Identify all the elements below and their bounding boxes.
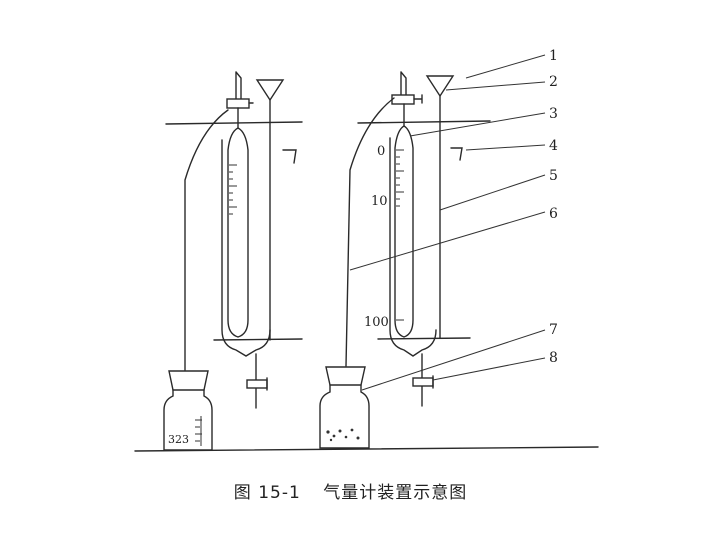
- right-side-hook: [450, 147, 463, 161]
- part-number-3: 3: [549, 106, 558, 122]
- part-number-2: 2: [549, 74, 558, 90]
- left-connecting-tube: [184, 109, 229, 371]
- left-bottle-marking: 323: [168, 433, 189, 446]
- right-top-tube: [400, 71, 407, 97]
- part-number-8: 8: [549, 350, 558, 366]
- leader-7: [361, 329, 546, 391]
- right-lower-level-line: [377, 337, 471, 340]
- right-graduation-ticks: [396, 149, 404, 321]
- leader-lines: [349, 54, 546, 391]
- right-bottle-body: [319, 384, 370, 449]
- part-number-5: 5: [549, 168, 558, 184]
- leader-8: [432, 357, 546, 381]
- left-lower-level-line: [213, 338, 303, 341]
- left-water-level-line: [165, 121, 303, 125]
- part-number-6: 6: [549, 206, 558, 222]
- leader-4: [465, 144, 546, 151]
- left-apparatus: 323: [163, 71, 303, 451]
- leader-2: [445, 81, 546, 91]
- leader-5: [439, 174, 546, 211]
- figure-number: 图 15-1: [233, 483, 301, 503]
- scale-mark-0: 0: [377, 144, 385, 159]
- right-bottom-stopcock: [412, 377, 434, 387]
- part-number-1: 1: [549, 48, 558, 64]
- left-top-clamp: [226, 98, 250, 109]
- right-outer-vessel: [389, 137, 437, 357]
- left-bottle-stopper: [168, 370, 209, 391]
- left-funnel: [255, 79, 285, 102]
- scale-mark-100: 100: [364, 315, 389, 330]
- right-top-clamp-handle: [413, 94, 423, 104]
- part-number-4: 4: [549, 138, 558, 154]
- right-bottle-content: [326, 428, 360, 442]
- left-side-hook: [282, 149, 297, 164]
- right-apparatus: 0 10 100: [319, 48, 558, 449]
- right-connecting-tube: [345, 97, 395, 367]
- left-outer-vessel: [221, 139, 271, 357]
- leader-1: [465, 54, 546, 79]
- figure-title: 气量计装置示意图: [323, 483, 468, 503]
- left-graduated-tube: [227, 127, 249, 338]
- right-bottle-stopper: [325, 366, 366, 386]
- right-water-level-line: [357, 120, 491, 124]
- left-bottle-ticks: [195, 416, 202, 446]
- left-top-tube: [235, 71, 242, 101]
- right-top-clamp: [391, 94, 415, 105]
- left-bottle-body: [163, 389, 213, 451]
- right-graduated-tube: [394, 125, 414, 338]
- right-funnel: [425, 75, 455, 98]
- left-bottom-stopcock: [246, 379, 268, 389]
- figure-caption: 图 15-1 气量计装置示意图: [0, 478, 701, 503]
- left-graduation-ticks: [229, 164, 237, 215]
- scale-mark-10: 10: [371, 194, 388, 209]
- part-number-7: 7: [549, 322, 558, 338]
- leader-6: [349, 211, 546, 271]
- part-number-labels: 1 2 3 4 5 6 7 8: [549, 48, 558, 366]
- leader-3: [409, 112, 546, 137]
